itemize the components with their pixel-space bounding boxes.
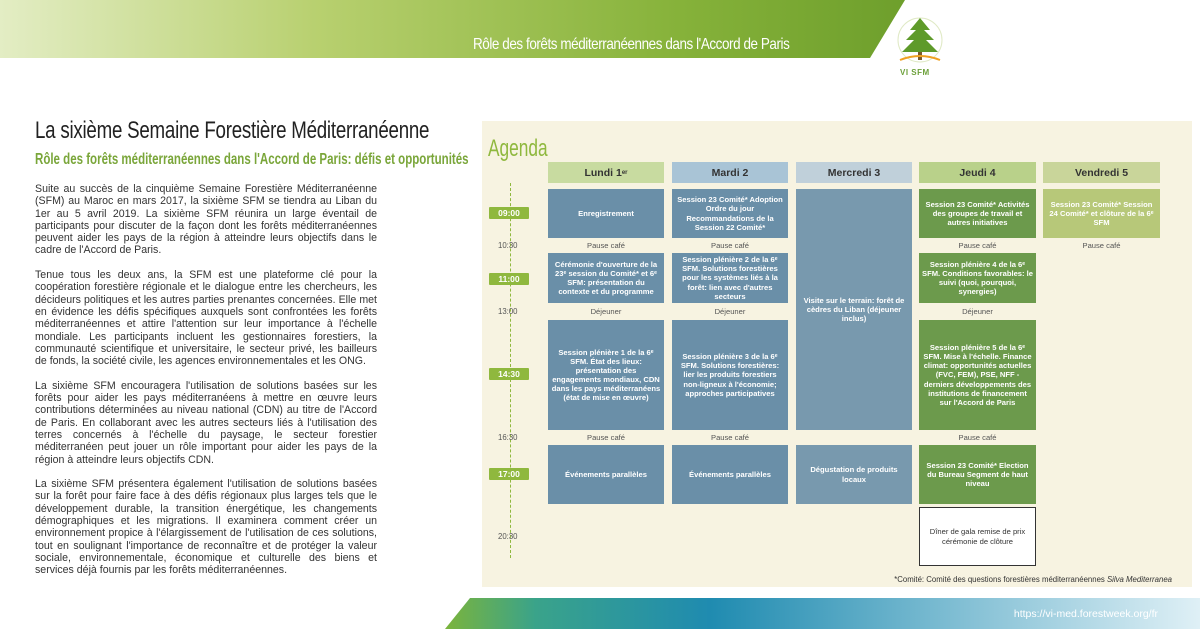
article-title: La sixième Semaine Forestière Méditerran… bbox=[35, 117, 430, 144]
time-label: 11:00 bbox=[489, 273, 529, 285]
day-header-tuesday: Mardi 2 bbox=[672, 162, 788, 183]
article-paragraph: Suite au succès de la cinquième Semaine … bbox=[35, 183, 377, 257]
pause-cafe-label: Pause café bbox=[587, 241, 625, 250]
day-header-friday: Vendredi 5 bbox=[1043, 162, 1160, 183]
pause-cafe-label: Pause café bbox=[711, 241, 749, 250]
article-subtitle: Rôle des forêts méditerranéennes dans l'… bbox=[35, 151, 469, 168]
dejeuner-label: Déjeuner bbox=[714, 307, 746, 316]
session-block: Visite sur le terrain: forêt de cèdres d… bbox=[796, 189, 912, 430]
session-block: Session plénière 1 de la 6ᵉ SFM. État de… bbox=[548, 320, 664, 430]
article-paragraph: La sixième SFM encouragera l'utilisation… bbox=[35, 379, 377, 466]
session-block: Session 23 Comité* Election du Bureau Se… bbox=[919, 445, 1036, 504]
session-block: Session plénière 4 de la 6ᵉ SFM. Conditi… bbox=[919, 253, 1036, 303]
header-band bbox=[0, 0, 1200, 58]
article-paragraph: Tenue tous les deux ans, la SFM est une … bbox=[35, 269, 377, 368]
logo-text: VI SFM bbox=[900, 68, 930, 77]
session-block: Événements parallèles bbox=[548, 445, 664, 504]
session-block: Événements parallèles bbox=[672, 445, 788, 504]
pause-cafe-label: Pause café bbox=[958, 241, 997, 250]
day-header-wednesday: Mercredi 3 bbox=[796, 162, 912, 183]
session-block: Session 23 Comité* Session 24 Comité* et… bbox=[1043, 189, 1160, 238]
session-block: Session 23 Comité* Adoption Ordre du jou… bbox=[672, 189, 788, 238]
pause-cafe-label: Pause café bbox=[958, 433, 997, 442]
time-label: 13:00 bbox=[498, 307, 518, 316]
session-block: Session plénière 3 de la 6ᵉ SFM. Solutio… bbox=[672, 320, 788, 430]
session-block: Enregistrement bbox=[548, 189, 664, 238]
time-label: 17:00 bbox=[489, 468, 529, 480]
session-block: Session plénière 5 de la 6ᵉ SFM. Mise à … bbox=[919, 320, 1036, 430]
article-body: Suite au succès de la cinquième Semaine … bbox=[35, 183, 377, 589]
session-block: Dégustation de produits locaux bbox=[796, 445, 912, 504]
dejeuner-label: Déjeuner bbox=[590, 307, 622, 316]
cedar-logo-icon bbox=[888, 12, 952, 84]
gala-dinner-block: Dîner de gala remise de prix cérémonie d… bbox=[919, 507, 1036, 566]
article-paragraph: La sixième SFM présentera également l'ut… bbox=[35, 478, 377, 577]
pause-cafe-label: Pause café bbox=[711, 433, 749, 442]
time-label: 10:30 bbox=[498, 241, 518, 250]
pause-cafe-label: Pause café bbox=[1082, 241, 1121, 250]
footnote-text: *Comité: Comité des questions forestière… bbox=[894, 575, 1105, 584]
agenda-footnote: *Comité: Comité des questions forestière… bbox=[894, 575, 1172, 584]
session-block: Session 23 Comité* Activités des groupes… bbox=[919, 189, 1036, 238]
pause-cafe-label: Pause café bbox=[587, 433, 625, 442]
session-block: Session plénière 2 de la 6ᵉ SFM. Solutio… bbox=[672, 253, 788, 303]
footer-url-link[interactable]: https://vi-med.forestweek.org/fr bbox=[1013, 608, 1158, 620]
time-label: 09:00 bbox=[489, 207, 529, 219]
dejeuner-label: Déjeuner bbox=[962, 307, 993, 316]
session-block: Cérémonie d'ouverture de la 23ᵉ session … bbox=[548, 253, 664, 303]
header-gradient-shape bbox=[0, 0, 905, 58]
time-label: 20:30 bbox=[498, 532, 518, 541]
day-label: Lundi 1 bbox=[584, 166, 622, 179]
header-title: Rôle des forêts méditerranéennes dans l'… bbox=[473, 36, 790, 53]
agenda-title: Agenda bbox=[488, 135, 548, 162]
day-header-thursday: Jeudi 4 bbox=[919, 162, 1036, 183]
footnote-italic: Silva Mediterranea bbox=[1106, 575, 1172, 584]
time-label: 14:30 bbox=[489, 368, 529, 380]
time-label: 16:30 bbox=[498, 433, 518, 442]
footer-band bbox=[0, 598, 1200, 629]
day-superscript: er bbox=[621, 169, 628, 176]
